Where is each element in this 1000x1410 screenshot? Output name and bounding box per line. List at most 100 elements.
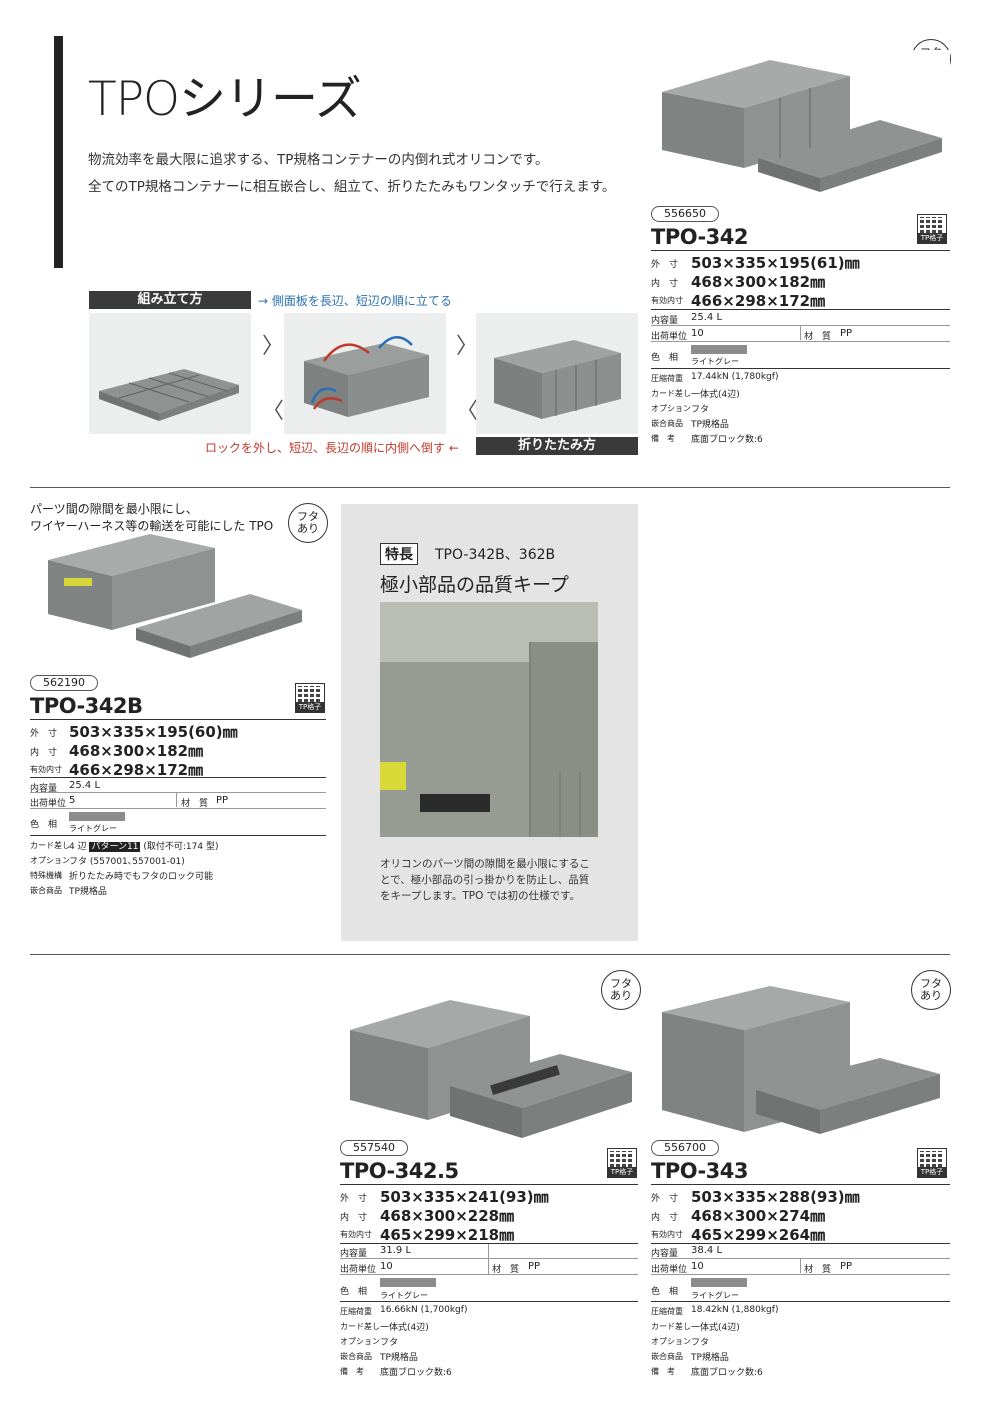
divider [651,309,950,310]
compat-label: 嵌合商品 [340,1352,372,1361]
color-swatch [691,1278,747,1287]
divider [30,808,326,809]
material-label: 材 質 [181,799,209,809]
compat-label: 嵌合商品 [651,1352,683,1361]
unit-label: 出荷単位 [30,799,67,809]
divider [651,1274,950,1275]
inner-value: 468×300×228㎜ [380,1207,515,1225]
material-value: PP [840,328,853,339]
capacity-value: 31.9 L [380,1245,412,1256]
divider [651,1258,950,1259]
divider [488,1244,489,1274]
compat-label: 嵌合商品 [30,886,62,895]
tp-grid-icon-label: TP格子 [296,702,324,712]
intro-line-1: 物流効率を最大限に追求する、TP規格コンテナーの内倒れ式オリコンです。 [88,152,549,168]
fold-note: ロックを外し、短辺、長辺の順に内側へ倒す ← [205,441,459,455]
divider [651,250,950,251]
divider [651,368,950,369]
chevron-left-icon: 〈 [262,399,285,424]
divider [651,1301,950,1302]
inner-value: 468×300×274㎜ [691,1207,826,1225]
load-label: 圧縮荷重 [651,374,683,383]
unit-value: 5 [69,795,76,806]
effective-value: 465×299×218㎜ [380,1226,515,1244]
outer-value: 503×335×241(93)㎜ [380,1188,549,1206]
unit-value: 10 [691,328,704,339]
divider [340,1243,638,1244]
card-label: カード差し [30,841,70,850]
capacity-value: 25.4 L [691,312,723,323]
material-value: PP [216,795,229,806]
capacity-label: 内容量 [340,1249,368,1259]
load-value: 16.66kN (1,700kgf) [380,1305,468,1315]
product-photo-tpo3425 [340,990,640,1140]
divider [340,1301,638,1302]
divider [800,326,801,340]
product-code: 557540 [340,1140,408,1156]
note-label: 備 考 [651,434,675,443]
tp-grid-icon-label: TP格子 [918,233,946,243]
divider [30,835,326,836]
color-label: 色 相 [651,353,679,363]
divider [800,1259,801,1273]
outer-label: 外 寸 [651,260,679,270]
page-title: TPOシリーズ [88,72,362,127]
effective-label: 有効内寸 [651,1230,683,1239]
feature-body-line-3: をキープします。TPO では初の仕様です。 [380,890,581,902]
tp-grid-icon: TP格子 [607,1148,637,1178]
option-label: オプション [651,404,691,413]
special-value: 折りたたみ時でもフタのロック可能 [69,872,214,882]
divider [340,1184,638,1185]
feature-body: オリコンのパーツ間の隙間を最小限にするこ とで、極小部品の引っ掛かりを防止し、品… [380,856,590,904]
lid-badge: フタ あり [911,970,951,1010]
unit-label: 出荷単位 [340,1265,377,1275]
note-value: 底面ブロック数:6 [691,1368,763,1378]
card-value: 一体式(4辺) [691,1323,740,1333]
divider [30,719,326,720]
outer-label: 外 寸 [651,1194,679,1204]
product-model: TPO-342B [30,694,143,718]
section-divider [30,487,950,488]
note-label: 備 考 [651,1367,675,1376]
fold-label: 折りたたみ方 [476,437,638,455]
feature-heading: 極小部品の品質キープ [380,574,569,596]
capacity-label: 内容量 [651,316,679,326]
product-photo-tpo342 [650,50,950,200]
tp-grid-icon: TP格子 [917,214,947,244]
product-code: 562190 [30,675,98,691]
product-code: 556700 [651,1140,719,1156]
feature-body-line-1: オリコンのパーツ間の隙間を最小限にするこ [380,858,590,870]
option-label: オプション [30,856,70,865]
chevron-left-icon-2: 〈 [456,399,479,424]
compat-value: TP規格品 [380,1353,418,1363]
inner-value: 468×300×182㎜ [69,742,204,760]
outer-label: 外 寸 [30,729,58,739]
outer-value: 503×335×195(60)㎜ [69,723,238,741]
effective-value: 466×298×172㎜ [69,761,204,779]
compat-label: 嵌合商品 [651,419,683,428]
load-label: 圧縮荷重 [340,1307,372,1316]
card-label: カード差し [651,1322,691,1331]
card-value: 一体式(4辺) [380,1323,429,1333]
tp-grid-icon-label: TP格子 [918,1167,946,1177]
option-value: フタ [691,405,710,415]
inner-label: 内 寸 [30,748,58,758]
card-value: 一体式(4辺) [691,390,740,400]
material-value: PP [840,1261,853,1272]
assemble-note: → 側面板を長辺、短辺の順に立てる [258,294,452,308]
outer-label: 外 寸 [340,1194,368,1204]
unit-label: 出荷単位 [651,1265,688,1275]
tpo342b-desc-line-1: パーツ間の隙間を最小限にし、 [30,502,198,516]
note-value: 底面ブロック数:6 [380,1368,452,1378]
outer-value: 503×335×288(93)㎜ [691,1188,860,1206]
product-model: TPO-342.5 [340,1159,459,1183]
unit-value: 10 [380,1261,393,1272]
product-photo-tpo342b [40,530,310,670]
option-label: オプション [340,1337,380,1346]
lid-badge: フタ あり [288,503,328,543]
color-label: 色 相 [340,1287,368,1297]
divider [30,792,326,793]
tp-grid-icon: TP格子 [295,683,325,713]
card-value-suffix: (取付不可:174 型) [143,842,219,852]
divider [651,325,950,326]
